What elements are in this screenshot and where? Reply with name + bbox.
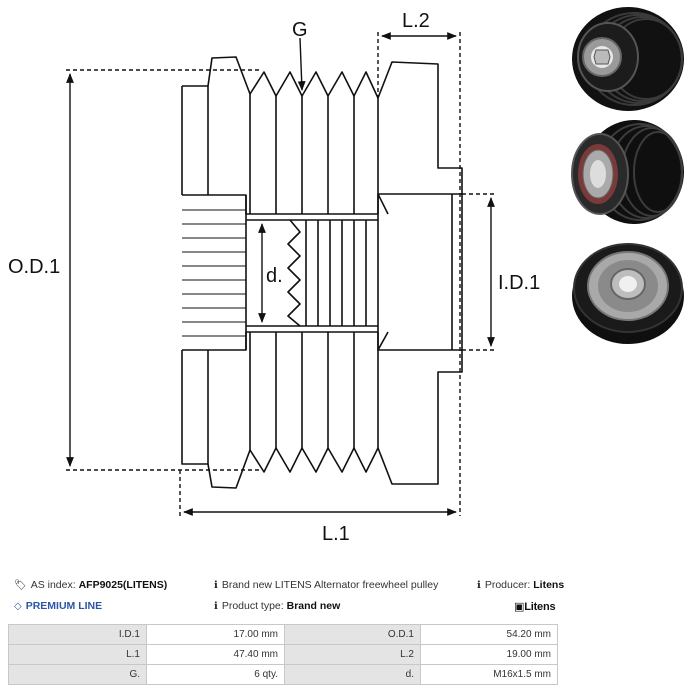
product-type-label: Product type: [221,600,284,612]
producer-value: Litens [533,579,565,591]
product-type-value: Brand new [286,600,341,612]
as-index: 🏷︎AS index: AFP9025(LITENS) [14,579,167,591]
label-l2: L.2 [402,10,430,32]
table-row: I.D.1 17.00 mm O.D.1 54.20 mm [8,624,558,645]
spec-label: d. [284,664,421,685]
spec-value: 54.20 mm [420,624,558,645]
spec-label: I.D.1 [8,624,147,645]
label-id1: I.D.1 [498,272,540,294]
litens-logo: ▣Litens [514,600,556,613]
spec-table: I.D.1 17.00 mm O.D.1 54.20 mm L.1 47.40 … [8,624,558,685]
table-row: G. 6 qty. d. M16x1.5 mm [8,664,558,685]
product-photo-front [572,7,684,111]
spec-value: M16x1.5 mm [420,664,558,685]
spec-label: G. [8,664,147,685]
tag-icon: 🏷︎ [14,580,27,591]
spec-value: 6 qty. [146,664,285,685]
spec-label: L.2 [284,644,421,665]
spec-value: 47.40 mm [146,644,285,665]
premium-line-badge: ◇PREMIUM LINE [14,600,102,612]
product-photo-back [572,243,684,344]
info-icon: ℹ [214,601,218,612]
spec-value: 17.00 mm [146,624,285,645]
info-icon: ℹ [477,580,481,591]
spec-value: 19.00 mm [420,644,558,665]
label-g: G [292,19,308,41]
diamond-icon: ◇ [14,601,22,612]
technical-drawing: G L.2 O.D.1 d. I.D.1 L.1 [8,10,540,545]
spec-label: O.D.1 [284,624,421,645]
producer-label: Producer: [484,579,531,591]
product-photo-angle [571,120,684,224]
premium-line-text: PREMIUM LINE [25,600,103,612]
as-index-value: AFP9025(LITENS) [78,579,168,591]
label-d: d. [266,265,283,287]
spec-label: L.1 [8,644,147,665]
description-text: Brand new LITENS Alternator freewheel pu… [221,579,439,591]
table-row: L.1 47.40 mm L.2 19.00 mm [8,644,558,665]
label-l1: L.1 [322,523,350,545]
litens-logo-icon: ▣ [514,601,525,613]
info-icon: ℹ [214,580,218,591]
label-od1: O.D.1 [8,256,60,278]
litens-logo-text: Litens [524,601,556,613]
as-index-label: AS index: [30,579,76,591]
